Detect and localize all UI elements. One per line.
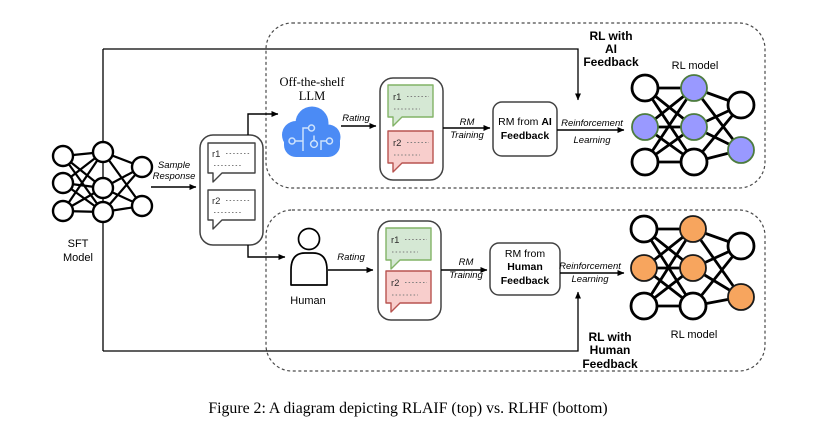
circuit-pattern-icon bbox=[288, 124, 334, 151]
sample-response-label: Response bbox=[153, 171, 196, 182]
learning-label: Learning bbox=[572, 274, 610, 285]
rated-response-r2-red: r2 bbox=[387, 130, 434, 173]
rl-with-human-feedback-arrow bbox=[103, 291, 581, 352]
svg-text:RL with: RL with bbox=[588, 330, 631, 344]
response-bubble-r1: r1 bbox=[207, 142, 256, 183]
r1-label: r1 bbox=[212, 149, 220, 160]
figure-caption: Figure 2: A diagram depicting RLAIF (top… bbox=[208, 400, 607, 417]
human-label: Human bbox=[290, 295, 325, 307]
ai-text: AI bbox=[541, 116, 552, 128]
rl-model-label-top: RL model bbox=[672, 60, 719, 72]
llm-cloud-icon bbox=[282, 106, 341, 157]
rm-training-label: Training bbox=[450, 130, 484, 141]
sft-model-label: Model bbox=[63, 252, 93, 264]
rl-model-human-network-icon bbox=[629, 214, 756, 321]
rl-with-human-feedback-label: RL with Human Feedback bbox=[582, 330, 638, 371]
reinforcement-label: Reinforcement bbox=[561, 118, 623, 129]
r2-label: r2 bbox=[393, 138, 401, 149]
rm-from-text: RM from bbox=[505, 248, 546, 260]
rm-from-human-feedback-box: RM from Human Feedback bbox=[489, 242, 561, 296]
reinforcement-label: Reinforcement bbox=[559, 261, 621, 272]
off-the-shelf-label: Off-the-shelf bbox=[279, 75, 345, 89]
rm-training-label: RM bbox=[459, 257, 474, 268]
sft-model-label: SFT bbox=[68, 238, 89, 250]
rm-training-label: Training bbox=[449, 270, 483, 281]
feedback-text: Feedback bbox=[501, 275, 550, 287]
r1-label: r1 bbox=[391, 235, 399, 246]
svg-text:Human: Human bbox=[590, 343, 631, 357]
feedback-text: Feedback bbox=[501, 130, 550, 142]
rl-with-ai-feedback-arrow bbox=[103, 48, 581, 101]
rating-label: Rating bbox=[337, 252, 365, 263]
rlaif-dashed-container bbox=[265, 22, 766, 189]
rated-responses-ai-container: r1 r2 bbox=[379, 77, 444, 181]
rating-label: Rating bbox=[342, 113, 370, 124]
rm-from-ai-feedback-box: RM from AI Feedback bbox=[492, 101, 558, 157]
response-bubble-r2: r2 bbox=[207, 189, 256, 230]
sampled-responses-container: r1 r2 bbox=[199, 134, 264, 246]
rl-with-ai-feedback-label: RL with AI Feedback bbox=[583, 29, 639, 69]
rated-response-r1-green: r1 bbox=[385, 227, 432, 270]
r2-label: r2 bbox=[391, 278, 399, 289]
svg-text:Feedback: Feedback bbox=[582, 357, 638, 371]
svg-text:AI: AI bbox=[605, 42, 617, 56]
responses-to-human-arrow bbox=[247, 245, 286, 260]
rm-training-label: RM bbox=[460, 117, 475, 128]
llm-label: LLM bbox=[299, 89, 325, 103]
rated-response-r1-green: r1 bbox=[387, 84, 434, 127]
responses-to-llm-arrow bbox=[247, 111, 279, 135]
rated-responses-human-container: r1 r2 bbox=[377, 220, 442, 321]
rl-model-ai-network-icon bbox=[630, 73, 756, 177]
r1-label: r1 bbox=[393, 92, 401, 103]
human-text: Human bbox=[507, 261, 543, 273]
human-icon bbox=[290, 227, 328, 286]
learning-label: Learning bbox=[574, 135, 612, 146]
svg-text:RL with: RL with bbox=[589, 29, 632, 43]
svg-text:Feedback: Feedback bbox=[583, 55, 639, 69]
rm-from-text: RM from bbox=[498, 116, 541, 128]
svg-text:RM from AI: RM from AI bbox=[498, 116, 552, 128]
sft-network-icon bbox=[51, 140, 154, 224]
rl-model-label-bottom: RL model bbox=[671, 329, 718, 341]
rated-response-r2-red: r2 bbox=[385, 270, 432, 313]
sample-response-label: Sample bbox=[158, 160, 190, 171]
r2-label: r2 bbox=[212, 196, 220, 207]
